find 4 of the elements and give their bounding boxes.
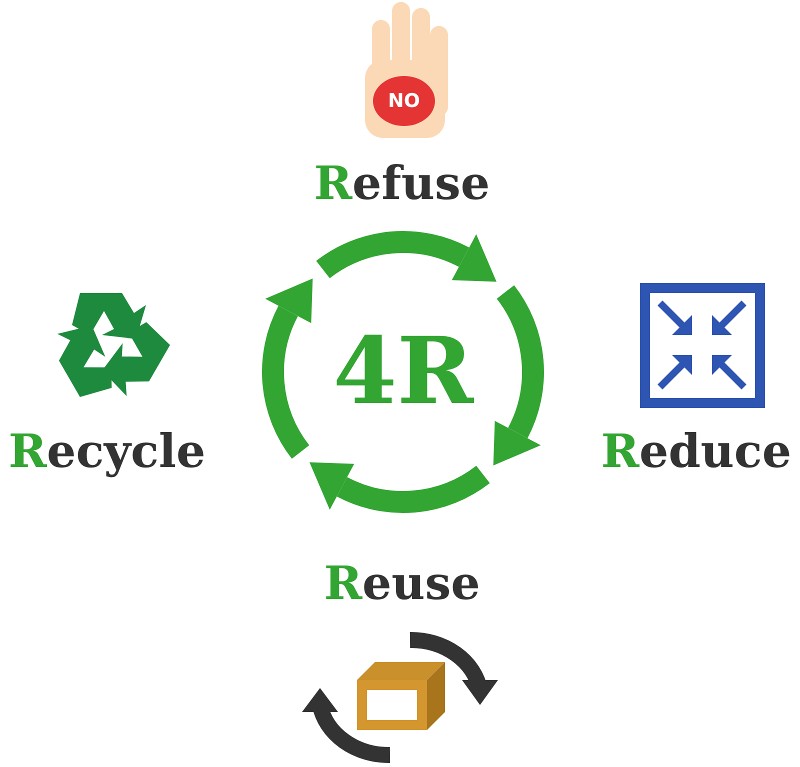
step-label: Reduce	[601, 428, 792, 474]
center-title: 4R	[333, 325, 474, 417]
step-label: Refuse	[314, 160, 490, 206]
step-label: Reuse	[324, 560, 480, 606]
